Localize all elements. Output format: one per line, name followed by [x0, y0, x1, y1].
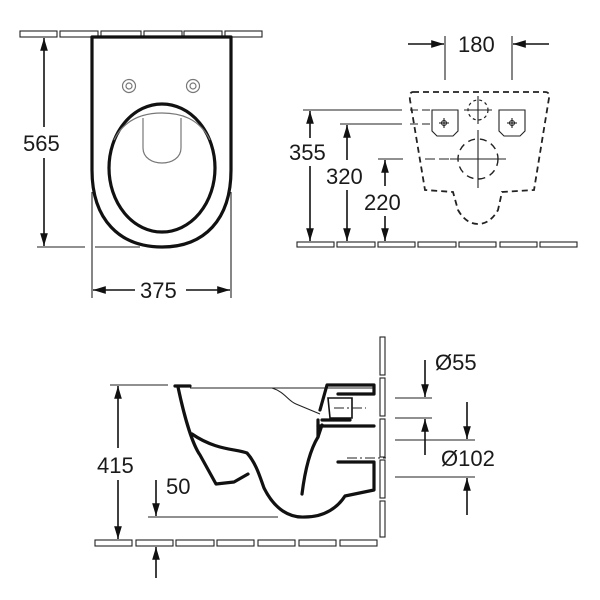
wall-side-view	[379, 336, 386, 538]
dim-rim-height: 415	[97, 453, 134, 478]
rear-view: 180 355 320 220	[289, 32, 578, 248]
side-view: Ø55 Ø102 415 50	[94, 336, 495, 578]
bowl-profile-side	[173, 383, 386, 519]
bolt-plate-right	[498, 109, 526, 137]
seat-ring	[107, 102, 217, 234]
fixing-hole-icon	[185, 78, 201, 94]
dim-bolt-spacing: 180	[458, 32, 495, 57]
bolt-plate-left	[431, 109, 459, 137]
dim-offset: 50	[166, 474, 190, 499]
dim-width: 375	[140, 278, 177, 303]
fixing-hole-icon	[121, 78, 137, 94]
bolt-icon	[439, 118, 449, 128]
dim-outlet-diameter: Ø102	[441, 446, 495, 471]
dim-inlet-diameter: Ø55	[435, 350, 477, 375]
bolt-icon	[507, 118, 517, 128]
bowl-outline-rear	[408, 91, 551, 225]
wall-top-view	[19, 30, 263, 38]
dim-height-220: 220	[364, 190, 401, 215]
dim-height-320: 320	[326, 164, 363, 189]
floor-rear-view	[296, 241, 578, 248]
top-view: 565 375	[19, 30, 263, 303]
dim-length: 565	[23, 131, 60, 156]
bowl-opening	[142, 118, 182, 164]
floor-side-view	[94, 539, 378, 547]
bowl-outline-top	[90, 35, 233, 249]
dim-height-355: 355	[289, 140, 326, 165]
